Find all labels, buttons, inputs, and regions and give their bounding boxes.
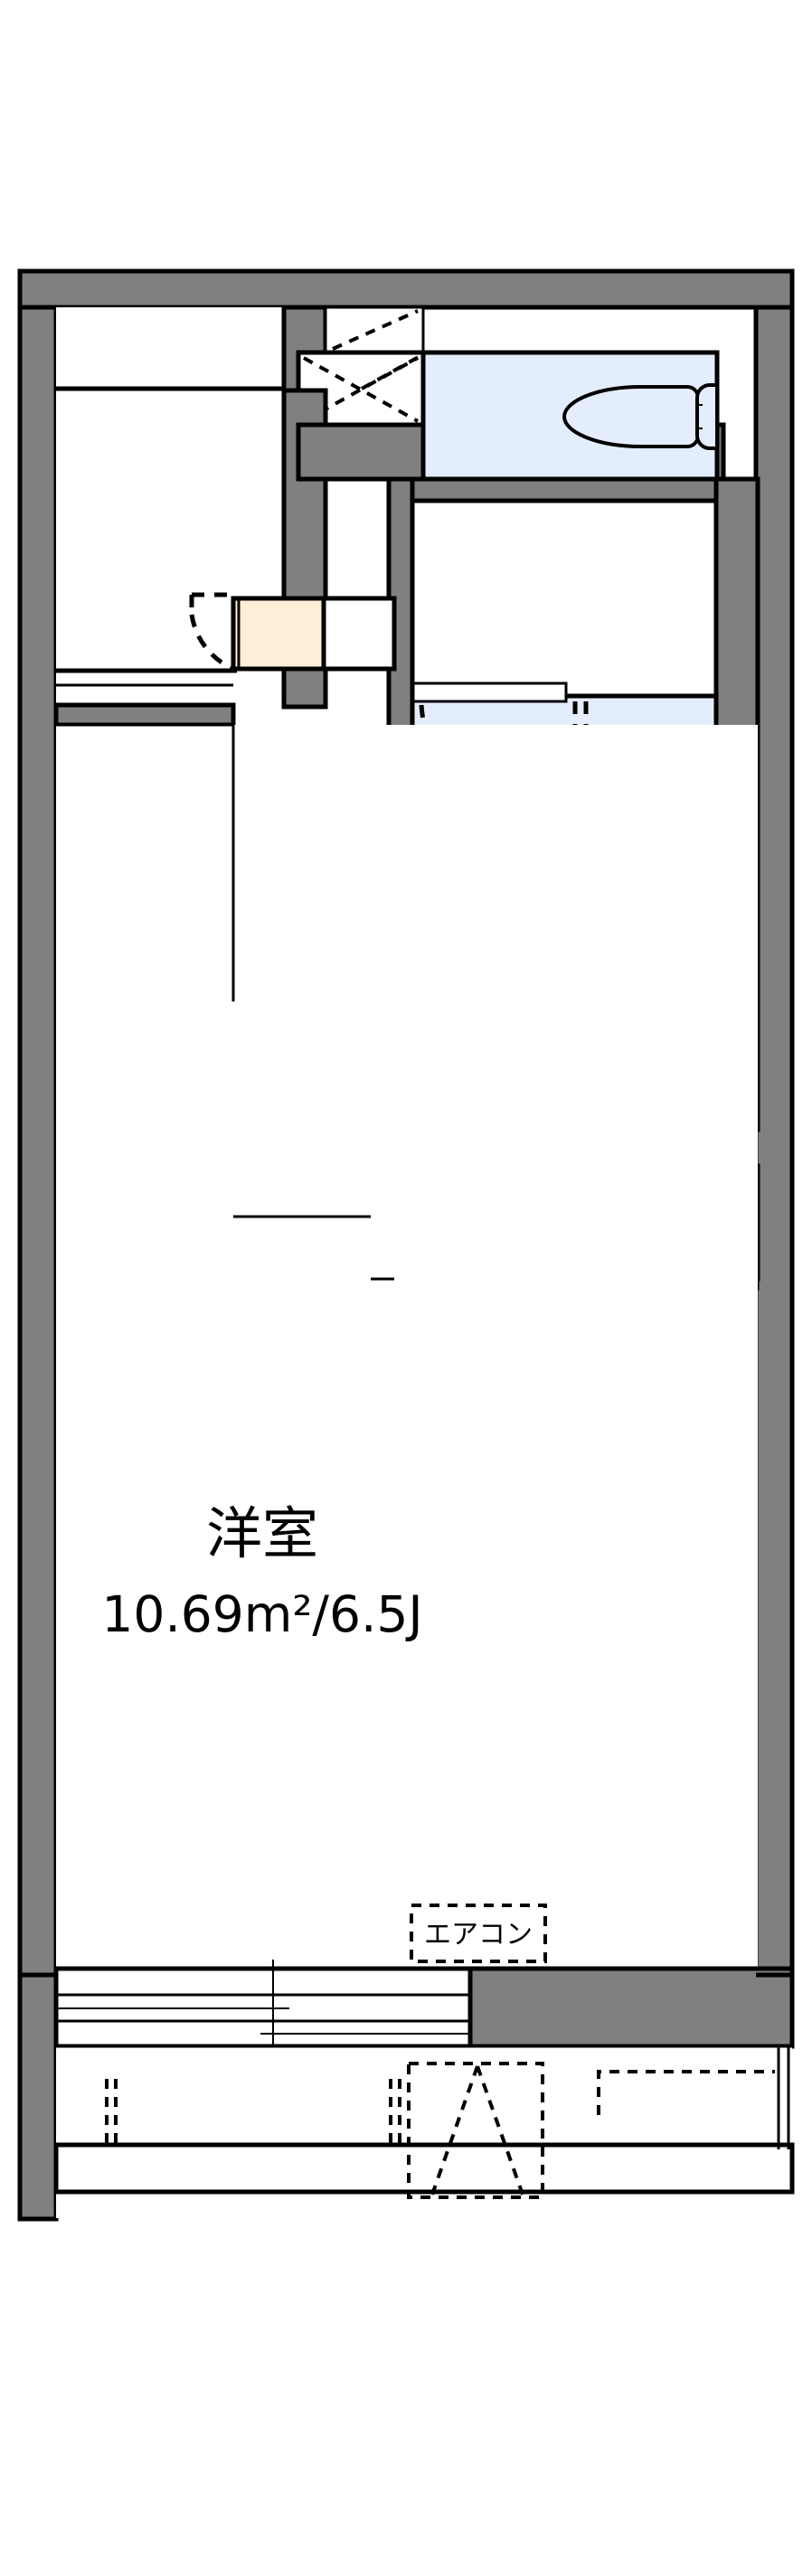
exterior-wall-right [753,268,795,1978]
balcony-wall-left [17,1972,59,2222]
balcony-window-assembly[interactable] [53,1960,795,2056]
main-room-floor [56,725,758,1975]
western-toilet-fixture [562,383,719,450]
shoe-box-right [321,596,397,672]
main-room-label: 洋室 [206,1500,318,1566]
toilet-tank [695,383,719,450]
aircon-dashed-box [410,1904,547,1963]
hall-divider-wall [53,702,236,728]
toilet-room [420,350,720,482]
exterior-wall-left [17,268,59,1978]
balcony-equipment-box [407,2062,544,2199]
toilet-bowl [562,385,700,448]
aircon-annotation: エアコン [410,1904,547,1963]
exterior-wall-top [17,268,795,310]
main-room: 洋室 10.69m²/6.5J [56,723,758,1975]
balcony-partition-panel [597,2070,775,2115]
shoe-box-left [231,596,326,672]
wall-above-washroom [395,476,726,503]
aircon-label: エアコン [424,1919,533,1951]
balcony-equipment-outline [407,2062,544,2199]
main-room-area-label: 10.69m²/6.5J [101,1585,422,1643]
balcony [17,1972,795,2222]
shoe-box [231,596,397,672]
washroom-door-threshold [411,682,568,703]
entrance-floor [56,307,284,389]
balcony-parapet [53,2142,795,2195]
exterior-wall-bottom-right [467,1966,795,2049]
